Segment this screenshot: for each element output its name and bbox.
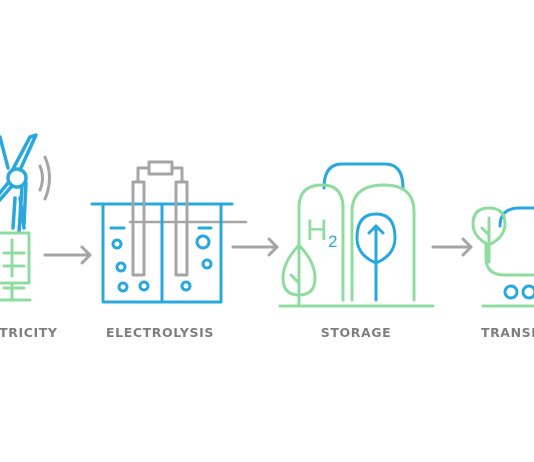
wheel-icon bbox=[503, 284, 534, 300]
electrolyzer-icon bbox=[90, 160, 248, 304]
hydrogen-h: H bbox=[306, 214, 328, 247]
leaf-icon bbox=[281, 243, 317, 308]
stage-storage: H 2 STORAGE bbox=[278, 162, 435, 340]
stage-electrolysis: ELECTROLYSIS bbox=[90, 160, 248, 340]
stage-electricity: ELECTRICITY bbox=[0, 133, 58, 340]
wind-signal-icon bbox=[38, 155, 51, 201]
stage-transport: TRANSPORT bbox=[471, 206, 534, 340]
leaf-icon bbox=[471, 206, 507, 264]
wind-turbine-icon bbox=[0, 133, 38, 234]
leaf-icon bbox=[355, 212, 397, 302]
stage-label-electricity: ELECTRICITY bbox=[0, 325, 58, 340]
solar-panel-icon bbox=[0, 231, 32, 302]
stage-label-electrolysis: ELECTROLYSIS bbox=[106, 325, 214, 340]
bubble-icon bbox=[111, 234, 213, 293]
stage-label-transport: TRANSPORT bbox=[481, 325, 534, 340]
truck-tank-icon bbox=[481, 206, 534, 308]
arrow-right-icon bbox=[231, 237, 279, 257]
stage-label-storage: STORAGE bbox=[321, 325, 391, 340]
hydrogen-symbol: H 2 bbox=[306, 214, 337, 251]
electrode-icon bbox=[131, 180, 189, 277]
arrow-right-icon bbox=[43, 245, 92, 265]
hydrogen-subscript: 2 bbox=[328, 232, 337, 251]
storage-tank-icon bbox=[278, 162, 435, 308]
arrow-right-icon bbox=[431, 237, 473, 257]
